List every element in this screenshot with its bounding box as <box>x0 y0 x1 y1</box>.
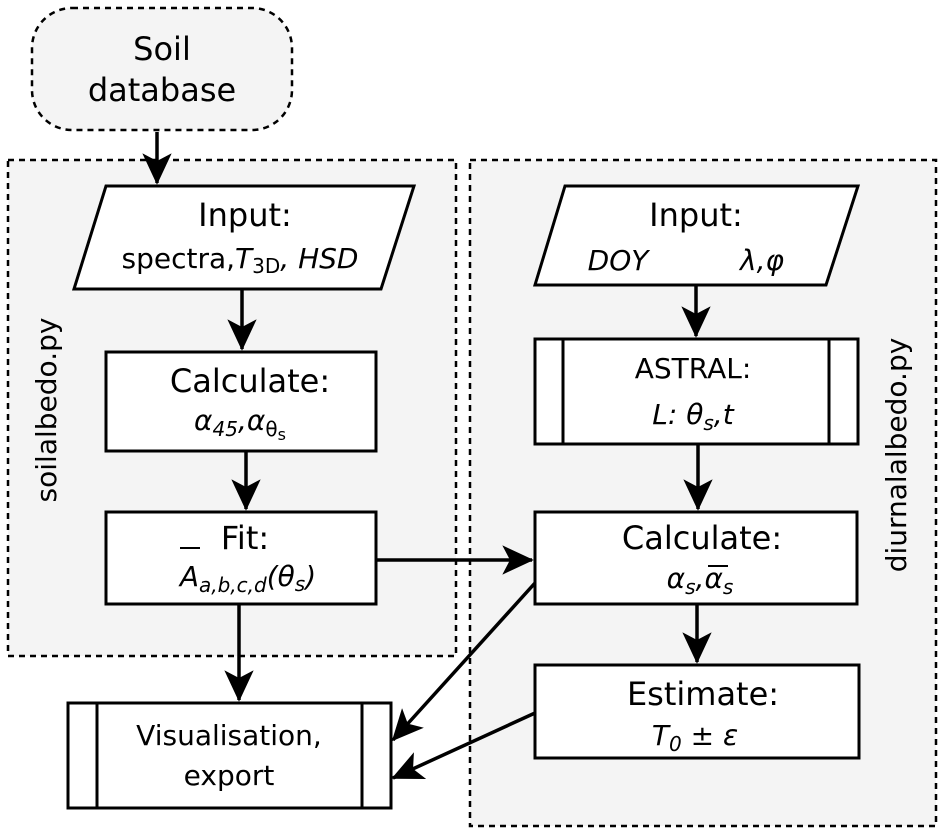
right-input-doy: DOY <box>588 244 651 277</box>
arrow-estimate-to-visualisation <box>391 711 536 780</box>
left-calculate-params: α45,αθs <box>194 404 286 444</box>
left-input-title: Input: <box>198 196 292 234</box>
left-input-params: spectra,T3D, HSD <box>122 242 359 278</box>
right-input-node: Input: DOY λ,φ <box>532 184 861 287</box>
right-input-title: Input: <box>649 196 743 234</box>
soil-database-node: Soil database <box>30 6 294 132</box>
right-calculate-title: Calculate: <box>622 519 782 557</box>
left-calculate-node: Calculate: α45,αθs <box>104 350 378 453</box>
soilalbedo-label: soilalbedo.py <box>30 318 63 503</box>
diurnalalbedo-label: diurnalalbedo.py <box>880 338 913 573</box>
fit-node: Fit: Aa,b,c,d(θs) <box>104 510 378 606</box>
estimate-node: Estimate: T0 ± ε <box>533 663 861 760</box>
right-calculate-params: αs,αs <box>667 562 734 599</box>
astral-params: L: θs,t <box>652 398 734 435</box>
visualisation-export-node: Visualisation, export <box>66 701 393 810</box>
astral-node: ASTRAL: L: θs,t <box>533 337 860 446</box>
right-input-coords: λ,φ <box>738 244 784 277</box>
astral-title: ASTRAL: <box>635 352 752 385</box>
estimate-title: Estimate: <box>627 675 779 713</box>
visualisation-line1: Visualisation, <box>136 719 322 752</box>
right-calculate-node: Calculate: αs,αs <box>533 510 859 606</box>
arrow-right-calculate-to-visualisation <box>391 581 537 742</box>
visualisation-line2: export <box>184 759 275 792</box>
estimate-params: T0 ± ε <box>652 719 738 756</box>
fit-title: Fit: <box>221 519 269 557</box>
soil-database-line2: database <box>88 71 236 109</box>
soil-database-line1: Soil <box>133 30 191 68</box>
fit-params: Aa,b,c,d(θs) <box>178 560 316 597</box>
left-input-node: Input: spectra,T3D, HSD <box>71 184 417 291</box>
left-calculate-title: Calculate: <box>170 362 330 400</box>
